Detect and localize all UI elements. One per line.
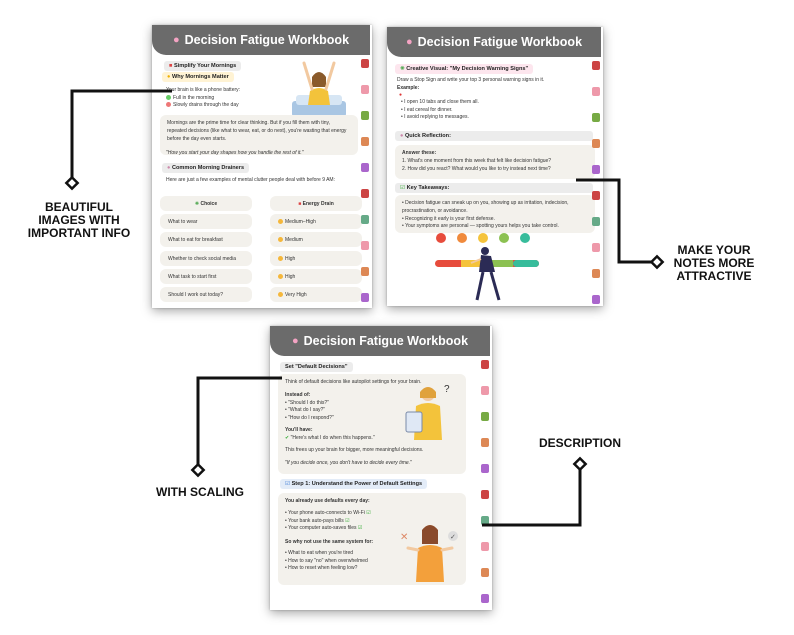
- drainers-intro: Here are just a few examples of mental c…: [166, 177, 335, 183]
- table-row-choice: What to eat for breakfast: [160, 232, 252, 247]
- callout-notes: MAKE YOUR NOTES MORE ATTRACTIVE: [673, 243, 755, 283]
- example-list: • I open 10 tabs and close them all. • I…: [401, 99, 479, 120]
- example-label: Example:: [397, 85, 420, 91]
- svg-text:✓: ✓: [450, 534, 456, 541]
- stop-sign-icon: ●: [399, 92, 403, 98]
- svg-text:✕: ✕: [400, 532, 408, 543]
- emoji-icon: [278, 274, 283, 279]
- page-header: ● Decision Fatigue Workbook: [387, 27, 601, 57]
- emoji-icon: [278, 256, 283, 261]
- battery-full-icon: [166, 94, 171, 100]
- section-heading-reflection: ● Quick Reflection:: [395, 131, 593, 141]
- col-choice-header: ✺ Choice: [160, 196, 252, 211]
- section-heading-defaults: Set "Default Decisions": [280, 362, 353, 372]
- col-energy-header: ■ Energy Drain: [270, 196, 362, 211]
- page-title: Decision Fatigue Workbook: [303, 334, 469, 348]
- table-row-choice: What to wear: [160, 214, 252, 229]
- page-title: Decision Fatigue Workbook: [417, 35, 583, 49]
- side-icon-strip: [481, 360, 490, 603]
- table-row-choice: Should I work out today?: [160, 287, 252, 302]
- battery-low-icon: [166, 102, 171, 108]
- brain-icon: ●: [405, 36, 413, 48]
- mornings-paragraph-box: Mornings are the prime time for clear th…: [160, 115, 358, 155]
- section-heading-step1: ☑ Step 1: Understand the Power of Defaul…: [280, 479, 428, 489]
- table-row-drain: Medium: [270, 232, 362, 247]
- brain-icon: ●: [291, 335, 299, 347]
- creative-instruction: Draw a Stop Sign and write your top 3 pe…: [397, 77, 545, 83]
- shrugging-woman-illustration: ✕ ✓: [400, 525, 458, 582]
- brain-icon: ●: [172, 34, 180, 46]
- callout-images: BEAUTIFUL IMAGES WITH IMPORTANT INFO: [27, 200, 131, 240]
- checkmark-icon: ✔: [285, 434, 290, 441]
- section-heading-creative: ✺ Creative Visual: "My Decision Warning …: [395, 64, 534, 74]
- section-heading-takeaways: ☑ Key Takeaways:: [395, 183, 593, 193]
- page-title: Decision Fatigue Workbook: [184, 33, 350, 47]
- side-icon-strip: [361, 59, 370, 302]
- callout-description: DESCRIPTION: [538, 436, 621, 450]
- check-icon: ☑: [357, 525, 363, 532]
- stretching-woman-illustration: [292, 61, 346, 117]
- table-row-choice: Whether to check social media: [160, 251, 252, 266]
- workbook-page-2: ● Decision Fatigue Workbook ✺ Creative V…: [387, 27, 603, 306]
- table-row-drain: Very High: [270, 287, 362, 302]
- table-row-drain: High: [270, 251, 362, 266]
- subsection-heading: ● Why Mornings Matter: [162, 72, 234, 82]
- check-icon: ☑: [366, 509, 371, 516]
- section-heading: ■ Simplify Your Mornings: [164, 61, 242, 71]
- page-header: ● Decision Fatigue Workbook: [270, 326, 490, 356]
- table-row-drain: High: [270, 269, 362, 284]
- side-icon-strip: [592, 61, 601, 304]
- thinking-woman-illustration: ?: [405, 384, 450, 440]
- emoji-icon: [278, 292, 283, 297]
- takeaways-box: • Decision fatigue can sneak up on you, …: [395, 195, 595, 233]
- svg-text:?: ?: [444, 384, 450, 395]
- workbook-page-1: ● Decision Fatigue Workbook ■ Simplify Y…: [152, 25, 372, 308]
- mood-scale-illustration: [435, 233, 539, 301]
- page-header: ● Decision Fatigue Workbook: [152, 25, 370, 55]
- check-icon: ☑: [345, 517, 350, 524]
- table-row-drain: Medium–High: [270, 214, 362, 229]
- table-row-choice: What task to start first: [160, 269, 252, 284]
- mornings-quote: "How you start your day shapes how you h…: [166, 150, 304, 156]
- callout-scaling: WITH SCALING: [156, 485, 244, 499]
- emoji-icon: [278, 237, 283, 242]
- intro-lines: Your brain is like a phone battery: Full…: [166, 87, 241, 108]
- workbook-page-3: ● Decision Fatigue Workbook Set "Default…: [270, 326, 492, 610]
- reflection-box: Answer these: 1. What's one moment from …: [395, 145, 595, 179]
- emoji-icon: [278, 219, 283, 224]
- section-heading-drainers: ● Common Morning Drainers: [162, 163, 250, 173]
